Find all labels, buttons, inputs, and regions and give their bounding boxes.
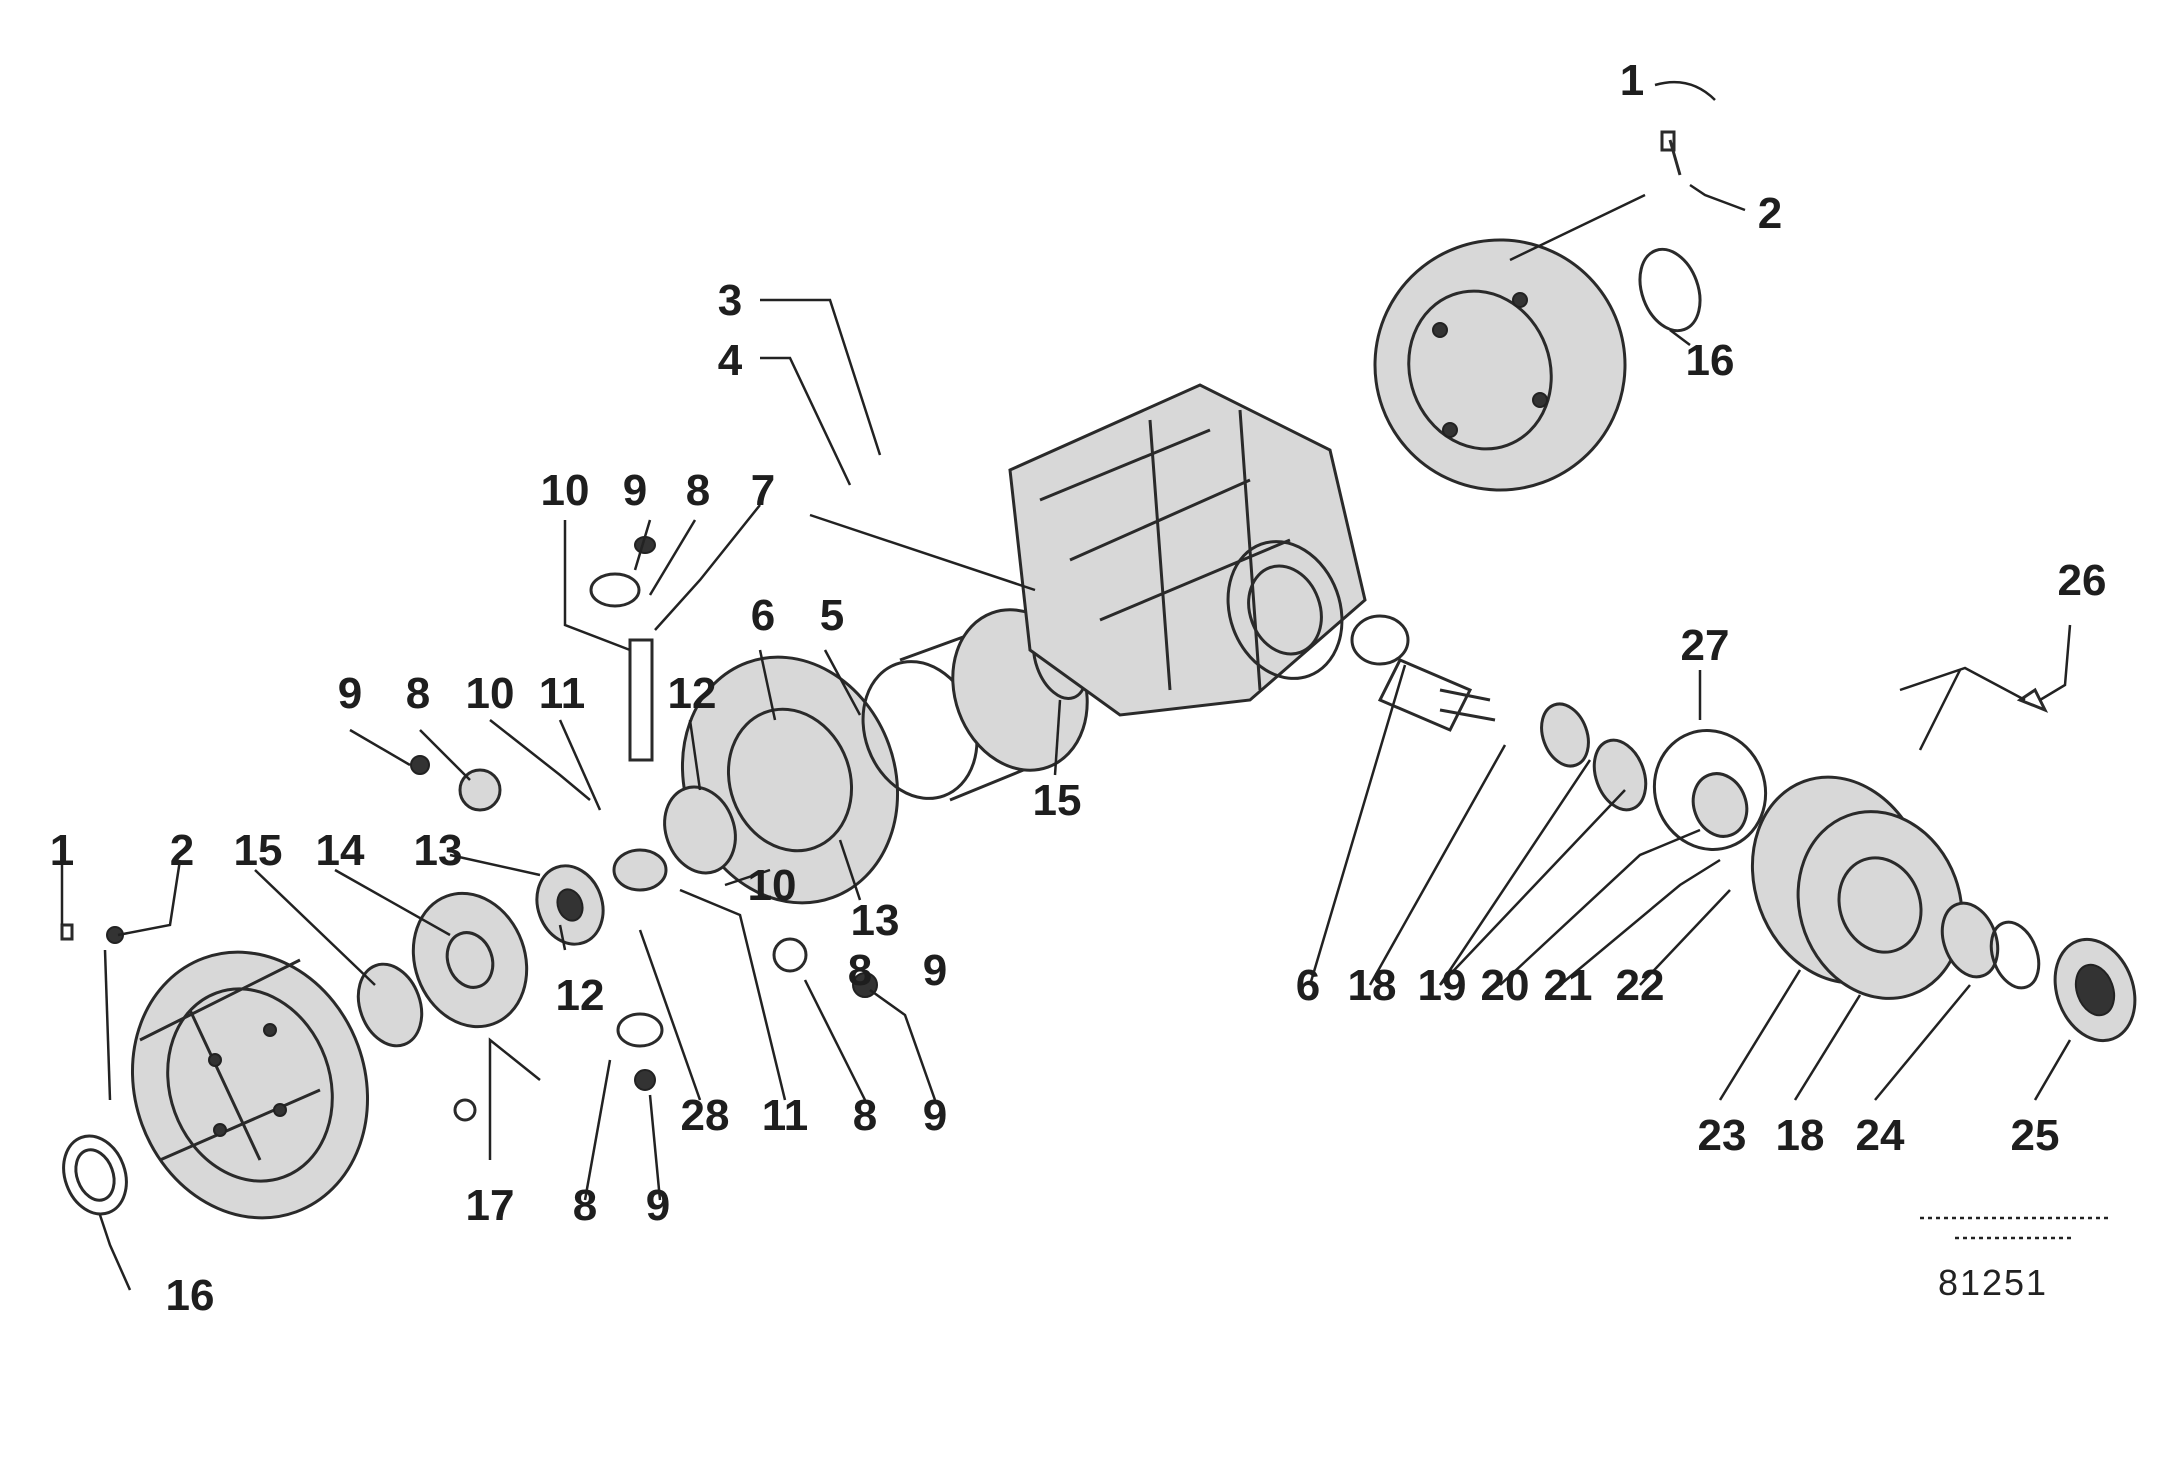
callout-6-b: 6 (1296, 961, 1320, 1010)
callout-labels: 1 2 3 4 10 9 8 7 6 5 16 15 26 27 9 8 10 … (50, 56, 2107, 1320)
callout-18-b: 18 (1776, 1111, 1825, 1160)
callout-27: 27 (1681, 621, 1730, 670)
callout-22: 22 (1616, 961, 1665, 1010)
flange-plate (411, 891, 529, 1029)
callout-4: 4 (718, 336, 743, 385)
callout-14: 14 (316, 826, 365, 875)
callout-2-top: 2 (1758, 189, 1782, 238)
callout-9-a: 9 (623, 466, 647, 515)
callout-25: 25 (2011, 1111, 2060, 1160)
callout-9-d: 9 (923, 1091, 947, 1140)
callout-1-top: 1 (1620, 56, 1644, 105)
callout-23: 23 (1698, 1111, 1747, 1160)
callout-8-b: 8 (406, 669, 430, 718)
callout-19: 19 (1418, 961, 1467, 1010)
callout-5: 5 (820, 591, 844, 640)
callout-13-a: 13 (414, 826, 463, 875)
drawing-reference: 81251 (1920, 1216, 2110, 1303)
callout-13-b: 13 (851, 896, 900, 945)
callout-10-a: 10 (541, 466, 590, 515)
drawing-number: 81251 (1938, 1262, 2048, 1303)
callout-8-c: 8 (848, 946, 872, 995)
callout-10-b: 10 (466, 669, 515, 718)
callout-9-e: 9 (646, 1181, 670, 1230)
callout-12-a: 12 (668, 669, 717, 718)
callout-6-a: 6 (751, 591, 775, 640)
hub-assembly (1750, 775, 1964, 1000)
carrier-27 (1652, 729, 1768, 851)
callout-17: 17 (466, 1181, 515, 1230)
callout-26: 26 (2058, 556, 2107, 605)
callout-16-a: 16 (1686, 336, 1735, 385)
left-seal-ring (62, 1134, 128, 1216)
callout-20: 20 (1481, 961, 1530, 1010)
right-end-cover (1373, 238, 1627, 492)
callout-7: 7 (751, 466, 775, 515)
callout-16-b: 16 (166, 1271, 215, 1320)
callout-10-c: 10 (748, 861, 797, 910)
callout-11-a: 11 (539, 669, 586, 718)
callout-15-b: 15 (234, 826, 283, 875)
callout-1-left: 1 (50, 826, 74, 875)
callout-8-d: 8 (853, 1091, 877, 1140)
callout-28-a: 28 (681, 1091, 730, 1140)
callout-9-c: 9 (923, 946, 947, 995)
callout-24: 24 (1856, 1111, 1905, 1160)
pinion-shaft (628, 638, 654, 762)
axle-housing (1008, 383, 1367, 717)
leader-lines (60, 80, 2072, 1291)
callout-12-b: 12 (556, 971, 605, 1020)
output-shaft (1377, 658, 1473, 732)
callout-18-a: 18 (1348, 961, 1397, 1010)
callout-8-a: 8 (686, 466, 710, 515)
spider-gear (612, 848, 668, 892)
callout-2-left: 2 (170, 826, 194, 875)
callout-11-b: 11 (762, 1091, 809, 1140)
right-seal-ring (1638, 247, 1702, 333)
callout-3: 3 (718, 276, 742, 325)
callout-9-b: 9 (338, 669, 362, 718)
parts-layer (60, 130, 2137, 1220)
left-end-cover (130, 950, 370, 1220)
drive-pinion (663, 785, 737, 875)
callout-8-e: 8 (573, 1181, 597, 1230)
callout-15-a: 15 (1033, 776, 1082, 825)
callout-21: 21 (1544, 961, 1593, 1010)
